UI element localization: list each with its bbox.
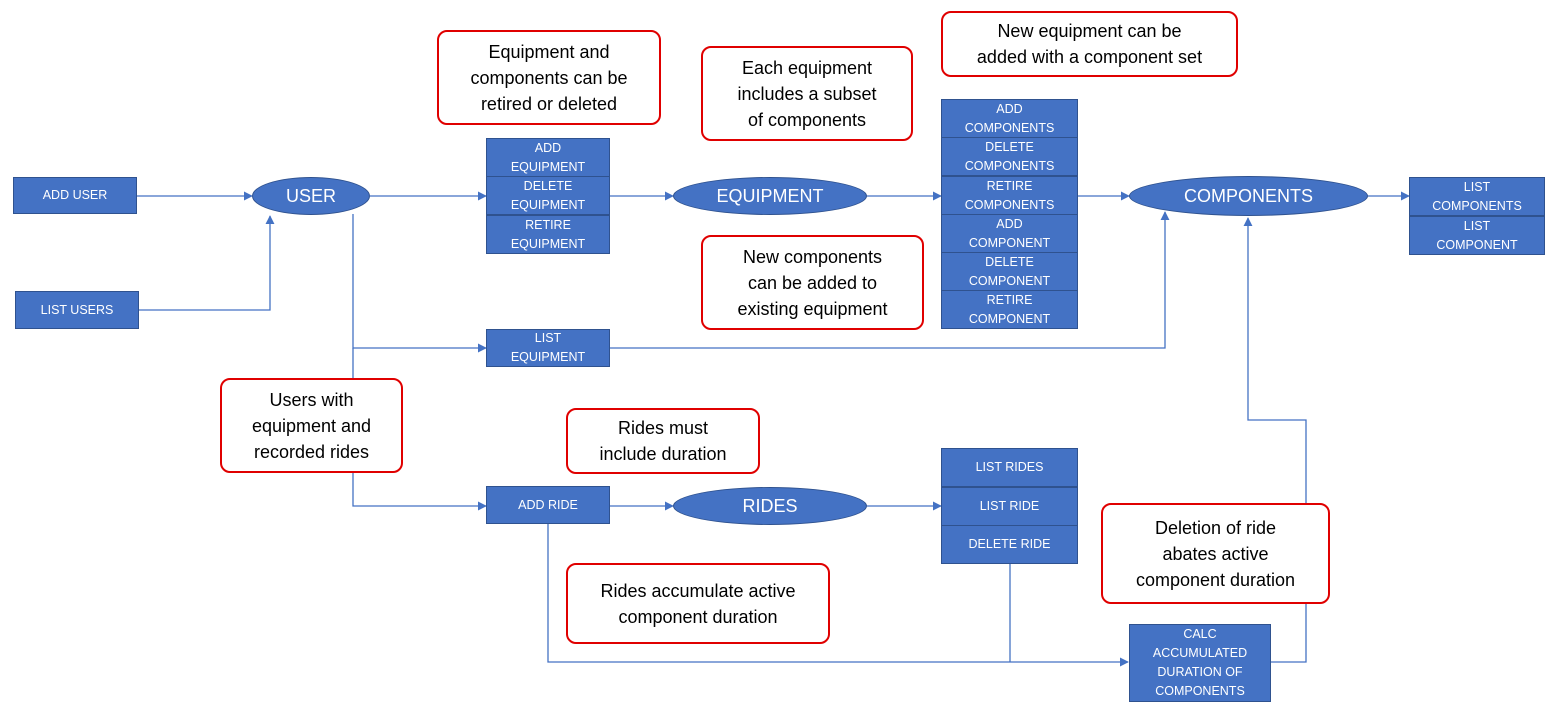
user-node: USER bbox=[252, 177, 370, 215]
connector-list-users-to-user bbox=[139, 215, 275, 311]
add-ride-node: ADD RIDE bbox=[486, 486, 610, 524]
note-equipment-subset: Each equipment includes a subset of comp… bbox=[701, 46, 913, 141]
add-equipment-node: ADD EQUIPMENT bbox=[486, 138, 610, 177]
calc-accumulated-duration-node: CALC ACCUMULATED DURATION OF COMPONENTS bbox=[1129, 624, 1271, 702]
list-ride-node: LIST RIDE bbox=[941, 487, 1078, 526]
note-rides-accumulate: Rides accumulate active component durati… bbox=[566, 563, 830, 644]
list-components-node: LIST COMPONENTS bbox=[1409, 177, 1545, 216]
add-components-node: ADD COMPONENTS bbox=[941, 99, 1078, 138]
connector-user-to-list-equipment bbox=[352, 214, 487, 353]
note-deletion-abates: Deletion of ride abates active component… bbox=[1101, 503, 1330, 604]
delete-components-node: DELETE COMPONENTS bbox=[941, 137, 1078, 176]
connector-list-equipment-to-components bbox=[610, 211, 1170, 349]
equipment-node: EQUIPMENT bbox=[673, 177, 867, 215]
add-component-node: ADD COMPONENT bbox=[941, 214, 1078, 253]
retire-components-node: RETIRE COMPONENTS bbox=[941, 176, 1078, 215]
rides-node: RIDES bbox=[673, 487, 867, 525]
list-component-node: LIST COMPONENT bbox=[1409, 216, 1545, 255]
note-users-with: Users with equipment and recorded rides bbox=[220, 378, 403, 473]
list-equipment-node: LIST EQUIPMENT bbox=[486, 329, 610, 367]
note-new-equipment-set: New equipment can be added with a compon… bbox=[941, 11, 1238, 77]
connector-add-ride-to-calc bbox=[547, 524, 1129, 667]
retire-component-node: RETIRE COMPONENT bbox=[941, 290, 1078, 329]
note-new-components: New components can be added to existing … bbox=[701, 235, 924, 330]
retire-equipment-node: RETIRE EQUIPMENT bbox=[486, 215, 610, 254]
connector-calc-to-components bbox=[1243, 217, 1307, 663]
list-users-node: LIST USERS bbox=[15, 291, 139, 329]
add-user-node: ADD USER bbox=[13, 177, 137, 214]
note-rides-duration: Rides must include duration bbox=[566, 408, 760, 474]
components-node: COMPONENTS bbox=[1129, 176, 1368, 216]
note-retire-or-delete: Equipment and components can be retired … bbox=[437, 30, 661, 125]
list-rides-node: LIST RIDES bbox=[941, 448, 1078, 487]
delete-equipment-node: DELETE EQUIPMENT bbox=[486, 176, 610, 215]
delete-ride-node: DELETE RIDE bbox=[941, 525, 1078, 564]
delete-component-node: DELETE COMPONENT bbox=[941, 252, 1078, 291]
